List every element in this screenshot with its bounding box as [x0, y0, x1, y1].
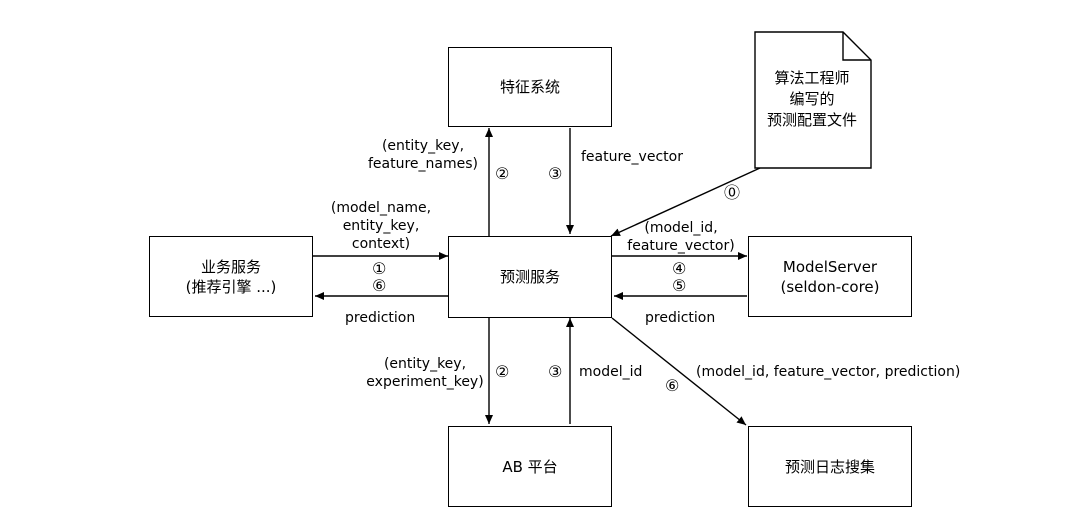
- prediction-log-label: 预测日志搜集: [784, 457, 875, 476]
- edge-label-model-to-pred: prediction: [645, 310, 716, 326]
- edge-label-pred-to-feature: (entity_key, feature_names): [360, 137, 486, 173]
- feature-system-box: 特征系统: [448, 47, 612, 127]
- step-marker-pred-to-feature: ②: [495, 164, 510, 183]
- edge-label-biz-to-pred: (model_name, entity_key, context): [318, 199, 444, 253]
- edge-label-pred-to-biz: prediction: [345, 310, 416, 326]
- edge-label-line: feature_vector): [627, 238, 735, 254]
- business-service-label: 业务服务: [200, 257, 261, 276]
- feature-system-label: 特征系统: [499, 78, 560, 96]
- prediction-service-label: 预测服务: [499, 268, 560, 286]
- edge-label-pred-to-log: (model_id, feature_vector, prediction): [696, 364, 961, 380]
- edge-label-pred-to-model: (model_id, feature_vector): [618, 219, 744, 255]
- edge-label-line: (model_id,: [644, 220, 718, 236]
- config-doc-line-1: 算法工程师: [774, 69, 850, 87]
- config-doc-line-2: 编写的: [789, 90, 835, 108]
- edge-label-line: (entity_key,: [381, 138, 465, 154]
- config-doc-text: 算法工程师 编写的 预测配置文件: [753, 68, 871, 131]
- step-marker-pred-to-model: ④: [672, 259, 687, 278]
- edge-label-ab-to-pred: model_id: [579, 364, 643, 380]
- step-marker-pred-to-ab: ②: [495, 362, 510, 381]
- model-server-box: ModelServer (seldon-core): [748, 236, 912, 317]
- edge-label-pred-to-ab: (entity_key, experiment_key): [362, 355, 488, 391]
- step-marker-feature-to-pred: ③: [548, 164, 563, 183]
- step-marker-pred-to-biz: ⑥: [372, 276, 387, 295]
- edge-label-line: entity_key,: [342, 218, 420, 234]
- step-marker-model-to-pred: ⑤: [672, 276, 687, 295]
- edge-label-line: experiment_key): [366, 374, 484, 390]
- model-server-sublabel: (seldon-core): [780, 277, 880, 296]
- edge-label-line: (entity_key,: [383, 356, 467, 372]
- config-doc-fold: [842, 32, 871, 61]
- edge-doc-to-pred: [610, 167, 761, 237]
- edge-label-line: (model_name,: [330, 200, 432, 216]
- model-server-label: ModelServer: [782, 257, 878, 276]
- ab-platform-box: AB 平台: [448, 426, 612, 507]
- step-marker-pred-to-log: ⑥: [665, 376, 680, 395]
- step-marker-biz-to-pred: ①: [372, 259, 387, 278]
- prediction-log-box: 预测日志搜集: [748, 426, 912, 507]
- edge-label-line: context): [351, 236, 411, 252]
- step-marker-ab-to-pred: ③: [548, 362, 563, 381]
- edge-pred-to-log: [611, 317, 747, 426]
- config-doc-shape: [754, 31, 872, 169]
- ab-platform-label: AB 平台: [502, 457, 558, 476]
- edge-label-feature-to-pred: feature_vector: [581, 149, 683, 165]
- edge-label-line: feature_names): [367, 156, 478, 172]
- config-doc-line-3: 预测配置文件: [766, 111, 857, 129]
- step-marker-doc-to-pred: ⓪: [724, 183, 741, 202]
- prediction-service-box: 预测服务: [448, 236, 612, 318]
- business-service-sublabel: (推荐引擎 ...): [185, 277, 277, 296]
- business-service-box: 业务服务 (推荐引擎 ...): [149, 236, 313, 317]
